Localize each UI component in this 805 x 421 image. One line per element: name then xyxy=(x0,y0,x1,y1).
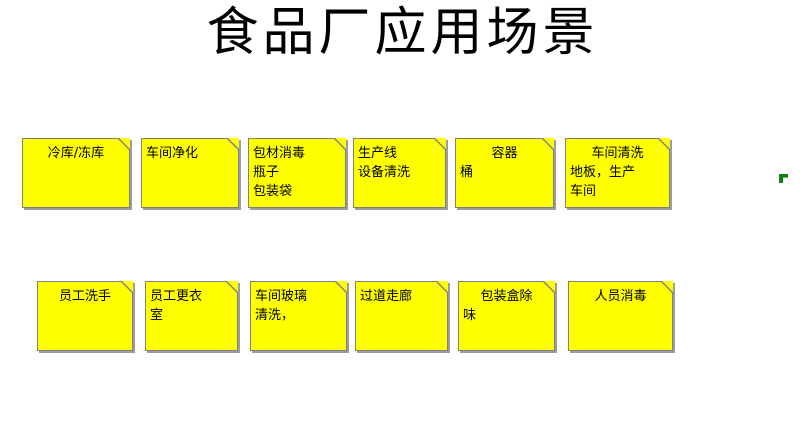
note-box-label: 包装盒除味 xyxy=(463,287,550,325)
note-box[interactable]: 包材消毒 瓶子 包装袋 xyxy=(248,138,346,208)
note-box-fill xyxy=(354,139,445,207)
note-box-fill xyxy=(146,282,237,350)
shape-row-first: 冷库/冻库车间净化包材消毒 瓶子 包装袋生产线 设备清洗容器桶车间清洗地板，生产… xyxy=(0,138,805,210)
note-box-label: 生产线 设备清洗 xyxy=(358,146,411,180)
note-box-label: 容器桶 xyxy=(460,144,549,182)
note-box[interactable]: 生产线 设备清洗 xyxy=(353,138,446,208)
note-box-fill xyxy=(566,139,669,207)
note-box-label: 车间清洗地板，生产车间 xyxy=(570,144,665,201)
note-box[interactable]: 过道走廊 xyxy=(355,281,448,351)
note-box[interactable]: 车间清洗地板，生产车间 xyxy=(565,138,670,208)
note-box-label: 员工更衣 室 xyxy=(150,289,203,323)
note-box-label-line: 地板，生产 xyxy=(570,165,636,180)
note-box-fill xyxy=(456,139,553,207)
note-box-label: 车间玻璃 清洗， xyxy=(255,289,308,323)
note-box[interactable]: 员工洗手 xyxy=(37,281,133,351)
note-box[interactable]: 冷库/冻库 xyxy=(22,138,130,208)
note-box-fill xyxy=(459,282,554,350)
note-box[interactable]: 车间净化 xyxy=(141,138,239,208)
note-box-fill xyxy=(356,282,447,350)
note-box-fill xyxy=(23,139,129,207)
note-box-fill xyxy=(38,282,132,350)
note-box-label-line: 冷库/冻库 xyxy=(47,146,105,161)
note-box-label: 车间净化 xyxy=(146,146,199,161)
note-box[interactable]: 员工更衣 室 xyxy=(145,281,238,351)
note-box-fill xyxy=(569,282,672,350)
note-box[interactable]: 容器桶 xyxy=(455,138,554,208)
note-box-label: 过道走廊 xyxy=(360,289,413,304)
note-box-label-line: 桶 xyxy=(460,165,474,180)
note-box[interactable]: 包装盒除味 xyxy=(458,281,555,351)
page-title: 食品厂应用场景 xyxy=(206,3,599,63)
note-box-label-line: 车间清洗 xyxy=(591,146,644,161)
shape-row-second: 员工洗手 员工更衣 室 车间玻璃 清洗， 过道走廊 包装盒除味 人员消毒 xyxy=(0,281,805,353)
note-box[interactable]: 车间玻璃 清洗， xyxy=(250,281,347,351)
note-box-label-line: 员工洗手 xyxy=(58,289,111,304)
note-box-fill xyxy=(249,139,345,207)
note-box-label: 冷库/冻库 xyxy=(27,144,125,163)
note-box-label-line: 包装盒除 xyxy=(480,289,533,304)
note-box-label-line: 味 xyxy=(463,308,477,323)
note-box-fill xyxy=(142,139,238,207)
note-box-label-line: 容器 xyxy=(491,146,518,161)
note-box-label: 人员消毒 xyxy=(594,289,647,304)
note-box-label: 包材消毒 瓶子 包装袋 xyxy=(253,146,306,199)
note-box-label-line: 车间 xyxy=(570,184,597,199)
note-box-fill xyxy=(251,282,346,350)
note-box[interactable]: 人员消毒 xyxy=(568,281,673,351)
note-box-label: 员工洗手 xyxy=(42,287,128,306)
